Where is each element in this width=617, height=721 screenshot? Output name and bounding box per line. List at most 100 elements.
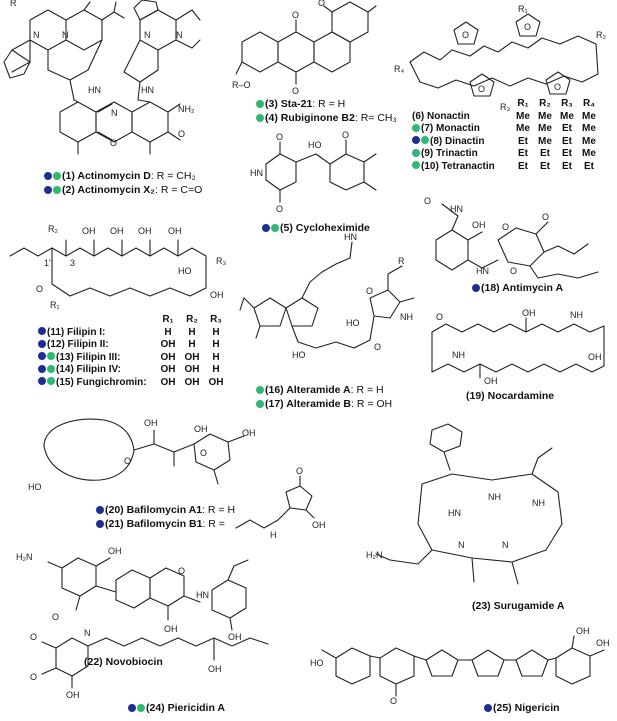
nonactin-table-cell: Et bbox=[518, 160, 528, 172]
cycloheximide-structure: HN O O HO O bbox=[250, 130, 377, 214]
svg-text:OH: OH bbox=[210, 290, 224, 300]
svg-text:O: O bbox=[30, 672, 37, 682]
svg-text:OH: OH bbox=[472, 220, 486, 230]
blue-dot-icon bbox=[44, 171, 52, 180]
bafilomycin-b1-sidechain: O H OH bbox=[235, 466, 326, 540]
svg-text:HN: HN bbox=[250, 168, 263, 178]
svg-text:O: O bbox=[36, 284, 43, 294]
nonactin-table-header: R₁ R₂ R₃ R₄ bbox=[517, 98, 595, 109]
filipin-table-compound-name: (13) Filipin III: bbox=[38, 352, 156, 365]
svg-text:N: N bbox=[458, 540, 465, 550]
svg-text:R–O: R–O bbox=[232, 80, 251, 90]
svg-text:O: O bbox=[276, 132, 283, 142]
green-dot-icon bbox=[47, 364, 55, 373]
filipin-table-cell: H bbox=[212, 326, 220, 338]
svg-text:N: N bbox=[502, 540, 509, 550]
green-dot-icon bbox=[256, 99, 264, 108]
nonactin-table-cell: Et bbox=[518, 148, 528, 159]
nonactin-table-cell: Et bbox=[562, 135, 572, 147]
filipin-table-cell: OH bbox=[184, 364, 200, 375]
nonactin-table-compound-name: (10) Tetranactin bbox=[412, 161, 512, 174]
svg-text:O: O bbox=[318, 0, 325, 8]
svg-text:O: O bbox=[200, 448, 207, 458]
svg-text:O: O bbox=[178, 566, 185, 576]
nonactin-table-cell: Et bbox=[562, 123, 572, 134]
filipin-table-cell: H bbox=[212, 339, 220, 350]
compound-label-1: (1) Actinomycin D: R = CH₂ bbox=[44, 170, 196, 182]
svg-text:O: O bbox=[462, 30, 469, 40]
nonactin-table-cell: Et bbox=[562, 160, 572, 172]
filipin-table-cell: H bbox=[188, 326, 196, 338]
svg-text:OH: OH bbox=[484, 376, 498, 386]
filipin-table-cell: OH bbox=[160, 376, 176, 388]
svg-text:OH: OH bbox=[138, 226, 152, 236]
svg-text:OH: OH bbox=[588, 352, 602, 362]
compound-label-2: (2) Actinomycin X₂: R = C=O bbox=[44, 184, 202, 196]
blue-dot-icon bbox=[472, 283, 480, 292]
compound-label-21: (21) Bafilomycin B1: R = bbox=[96, 518, 225, 530]
svg-text:OH: OH bbox=[228, 632, 242, 642]
green-dot-icon bbox=[256, 385, 264, 394]
svg-text:O: O bbox=[502, 222, 509, 232]
svg-text:OH: OH bbox=[66, 690, 80, 700]
compound-label-23: (23) Surugamide A bbox=[472, 600, 565, 612]
compound-label-16: (16) Alteramide A: R = H bbox=[256, 384, 384, 396]
nonactin-table-cell: Me bbox=[582, 135, 596, 147]
svg-text:HO: HO bbox=[310, 658, 324, 668]
nonactin-table-cell: Me bbox=[516, 123, 530, 134]
svg-text:O: O bbox=[342, 130, 349, 140]
svg-text:OH: OH bbox=[144, 418, 158, 428]
nonactin-table-compound-name: (7) Monactin bbox=[412, 123, 512, 136]
filipin-table-cell: OH bbox=[208, 376, 224, 388]
svg-text:OH: OH bbox=[108, 546, 122, 556]
svg-text:R₄: R₄ bbox=[394, 64, 404, 74]
blue-dot-icon bbox=[38, 339, 46, 348]
svg-text:O: O bbox=[542, 212, 549, 222]
compound-label-25: (25) Nigericin bbox=[484, 702, 560, 714]
bafilomycin-structure: OH OH HO O O OH bbox=[28, 418, 256, 492]
svg-text:O: O bbox=[524, 22, 531, 32]
nonactin-table-cell: Et bbox=[540, 148, 550, 159]
svg-text:OH: OH bbox=[596, 638, 610, 648]
filipin-table-cell: OH bbox=[160, 339, 176, 350]
blue-dot-icon bbox=[96, 505, 104, 514]
filipin-table-cell: OH bbox=[160, 351, 176, 363]
green-dot-icon bbox=[47, 352, 55, 360]
svg-text:HN: HN bbox=[450, 204, 463, 214]
surugamide-structure: H₂N NH HN NH N N bbox=[366, 423, 563, 585]
svg-text:OH: OH bbox=[164, 624, 178, 634]
compound-label-4: (4) Rubiginone B2: R= CH₃ bbox=[256, 112, 397, 124]
svg-text:OH: OH bbox=[312, 520, 326, 530]
svg-text:H₂N: H₂N bbox=[16, 552, 33, 562]
blue-dot-icon bbox=[38, 352, 46, 360]
svg-text:R₃: R₃ bbox=[216, 256, 226, 266]
compound-label-19: (19) Nocardamine bbox=[466, 390, 555, 402]
svg-text:OH: OH bbox=[576, 626, 590, 636]
filipin-table-compound-name: (12) Filipin II: bbox=[38, 339, 156, 352]
nonactin-table-cell: Me bbox=[538, 123, 552, 134]
svg-text:OH: OH bbox=[522, 308, 536, 318]
svg-text:HO: HO bbox=[308, 140, 322, 150]
filipin-table-cell: H bbox=[212, 351, 220, 363]
filipin-table-compound-name: (15) Fungichromin: bbox=[38, 377, 156, 390]
blue-dot-icon bbox=[262, 223, 270, 232]
compound-label-3: (3) Sta-21: R = H bbox=[256, 98, 345, 110]
nonactin-table-cell: Et bbox=[540, 160, 550, 172]
svg-text:NH: NH bbox=[488, 492, 501, 502]
compound-label-20: (20) Bafilomycin A1: R = H bbox=[96, 504, 235, 516]
svg-text:R: R bbox=[398, 256, 405, 266]
blue-dot-icon bbox=[38, 364, 46, 373]
svg-text:O: O bbox=[390, 696, 397, 706]
svg-text:N: N bbox=[111, 108, 118, 118]
green-dot-icon bbox=[53, 171, 61, 180]
svg-text:H₂N: H₂N bbox=[366, 550, 383, 560]
svg-text:HN: HN bbox=[476, 266, 489, 276]
nonactin-table-cell: Me bbox=[560, 110, 574, 122]
blue-dot-icon bbox=[484, 703, 492, 712]
svg-text:O: O bbox=[110, 138, 117, 148]
blue-dot-icon bbox=[412, 136, 420, 144]
